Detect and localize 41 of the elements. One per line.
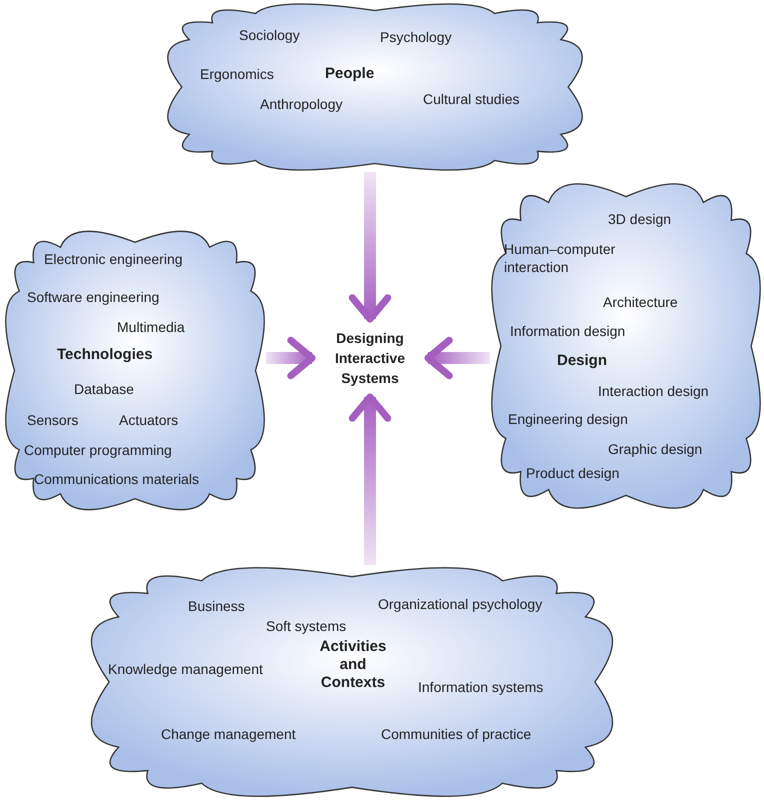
topic-label: Actuators [119,411,178,429]
heading: Technologies [57,346,153,364]
topic-label: Cultural studies [423,90,520,108]
topic-label: Human–computer interaction [504,240,616,276]
topic-label: Product design [526,464,620,482]
topic-label: Information design [510,322,626,340]
topic-label: 3D design [608,210,672,228]
arrow [424,336,490,380]
cloud [165,2,585,172]
topic-label: Ergonomics [200,65,274,83]
cloud [490,180,762,512]
heading: Activities and Contexts [318,638,388,692]
arrow [348,172,392,323]
topic-label: Knowledge management [108,660,263,678]
topic-label: Information systems [418,678,544,696]
topic-label: Anthropology [260,95,343,113]
topic-label: Software engineering [27,288,160,306]
title-text: Designing Interactive Systems [334,329,406,388]
cloud [88,565,616,799]
arrow [266,336,316,380]
topic-label: Communities of practice [381,725,532,743]
topic-label: Business [188,597,245,615]
topic-label: Psychology [380,28,452,46]
topic-label: Engineering design [508,410,628,428]
cloud [4,228,266,513]
topic-label: Change management [161,725,296,743]
arrow [348,393,392,565]
heading: People [325,65,374,83]
topic-label: Sociology [239,26,300,44]
topic-label: Interaction design [598,382,709,400]
topic-label: Organizational psychology [378,595,542,613]
topic-label: Graphic design [608,440,702,458]
topic-label: Sensors [27,411,78,429]
topic-label: Electronic engineering [44,250,183,268]
topic-label: Architecture [603,293,678,311]
topic-label: Soft systems [266,617,346,635]
topic-label: Computer programming [24,441,172,459]
topic-label: Communications materials [34,470,199,488]
heading: Design [557,352,608,370]
topic-label: Multimedia [117,318,185,336]
topic-label: Database [74,380,134,398]
